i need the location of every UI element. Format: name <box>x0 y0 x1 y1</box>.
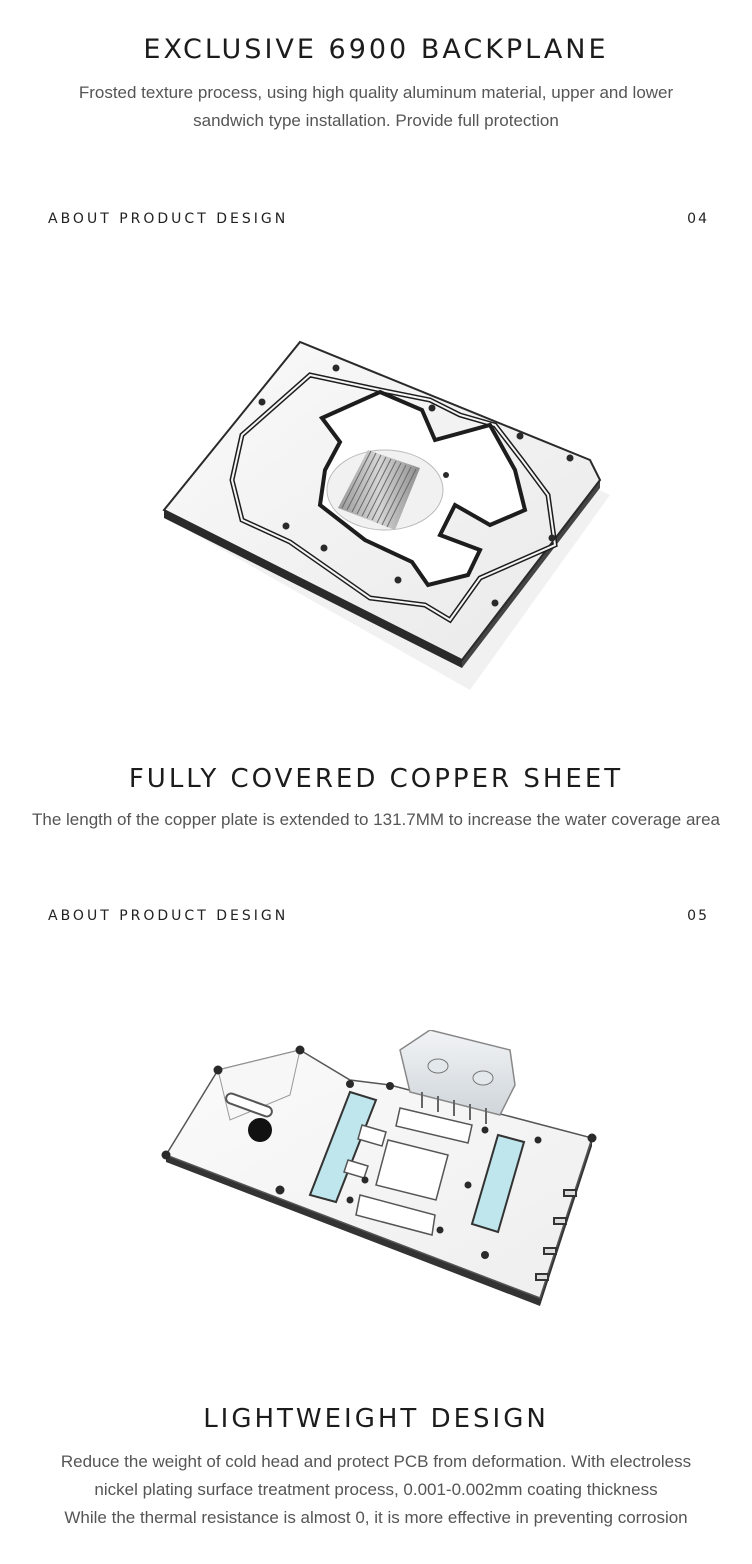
section-label-design-05: ABOUT PRODUCT DESIGN <box>48 908 289 924</box>
waterblock-product-image <box>161 1030 597 1306</box>
heatsink-fins <box>338 450 420 530</box>
desc-line: While the thermal resistance is almost 0… <box>64 1508 688 1527</box>
section-desc-backplane: Frosted texture process, using high qual… <box>0 79 752 135</box>
desc-line: nickel plating surface treatment process… <box>94 1480 658 1499</box>
section-desc-copper-sheet: The length of the copper plate is extend… <box>0 806 752 834</box>
section-title-backplane: EXCLUSIVE 6900 BACKPLANE <box>143 34 609 65</box>
section-title-lightweight: LIGHTWEIGHT DESIGN <box>203 1404 549 1434</box>
section-title-copper-sheet: FULLY COVERED COPPER SHEET <box>128 764 624 794</box>
desc-line: Frosted texture process, using high qual… <box>78 83 674 102</box>
backplane-product-image <box>162 340 610 690</box>
section-number-05: 05 <box>687 908 709 924</box>
section-desc-lightweight: Reduce the weight of cold head and prote… <box>0 1448 752 1532</box>
coolant-terminal <box>399 1030 516 1124</box>
screw-holes <box>258 364 574 607</box>
desc-line: Reduce the weight of cold head and prote… <box>60 1452 692 1471</box>
thermal-pad <box>308 1090 378 1204</box>
desc-line: The length of the copper plate is extend… <box>32 810 720 829</box>
screws <box>161 1045 597 1259</box>
section-number-04: 04 <box>687 211 709 227</box>
thermal-pad <box>470 1133 526 1234</box>
section-label-design-04: ABOUT PRODUCT DESIGN <box>48 211 289 227</box>
desc-line: sandwich type installation. Provide full… <box>193 111 559 130</box>
